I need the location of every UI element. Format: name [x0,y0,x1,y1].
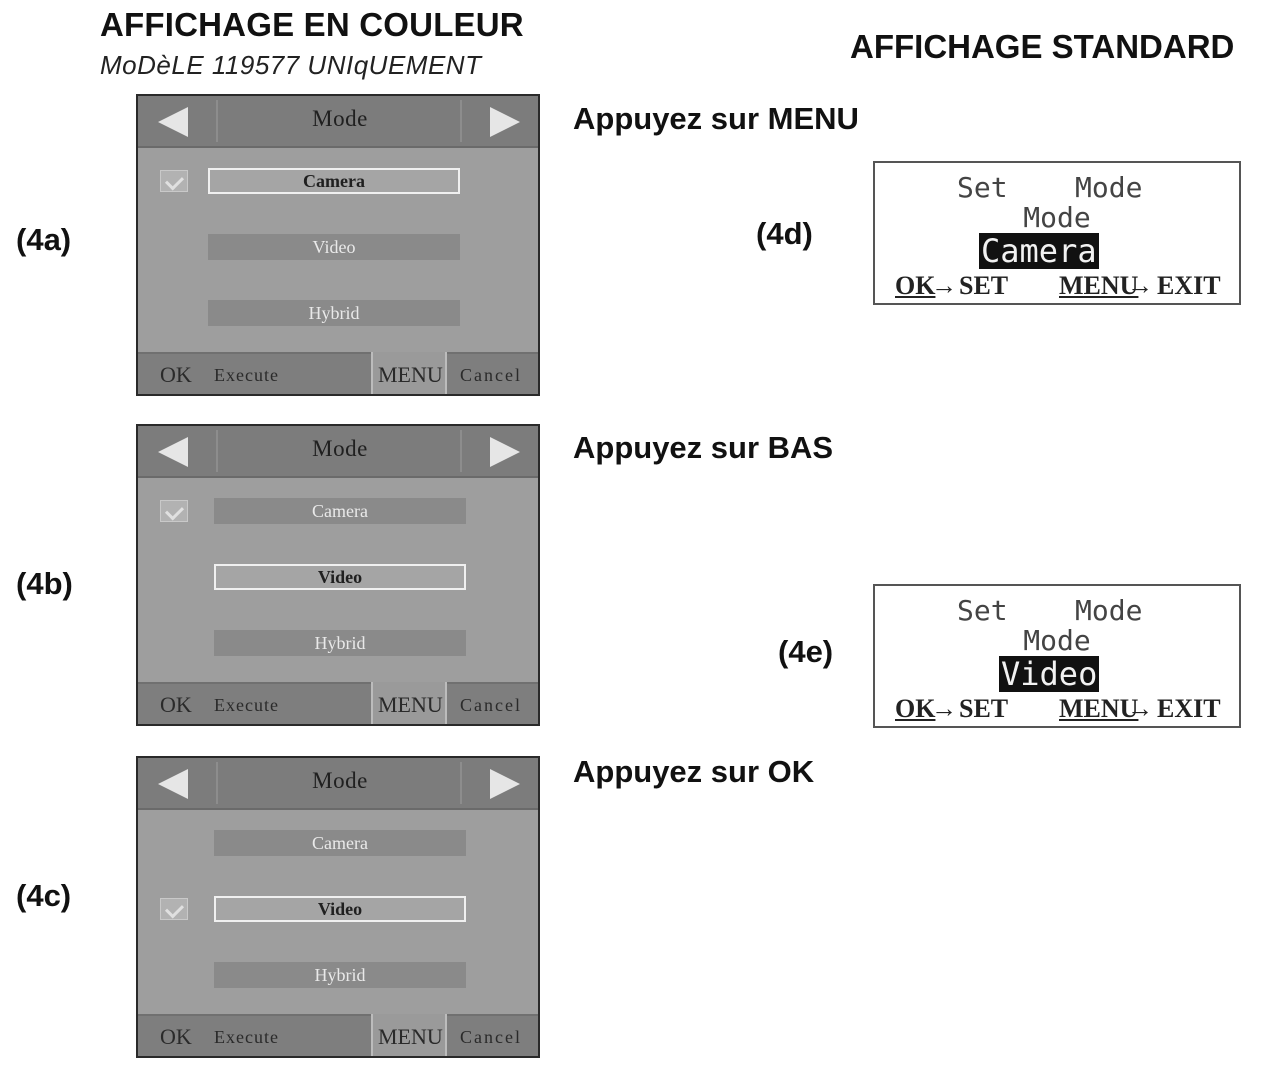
instruction-press-down: Appuyez sur BAS [573,430,834,465]
screen-top-bar: Mode [138,96,538,148]
screen-top-bar: Mode [138,758,538,810]
lcd-line-2: Mode [1023,624,1091,657]
arrow-right-icon[interactable] [490,437,520,467]
checkmark-icon [160,898,188,920]
lcd-mode-label: Mode [1075,594,1143,627]
lcd-exit-key: EXIT [1157,271,1221,300]
lcd-ok-key: OK [895,271,936,300]
arrow-right-icon[interactable] [490,769,520,799]
standard-lcd-4e: Set Mode Mode Video OK → SET MENU → EXIT [873,584,1241,728]
lcd-menu-key: MENU [1059,694,1139,723]
checkmark-icon [160,500,188,522]
mode-option-camera[interactable]: Camera [208,168,460,194]
step-tag-4a: (4a) [16,222,72,257]
lcd-ok-key: OK [895,694,936,723]
lcd-exit-key: EXIT [1157,694,1221,723]
lcd-selected-value: Camera [979,232,1099,270]
lcd-set-label: Set [957,594,1008,627]
menu-key[interactable]: MENU [378,692,443,717]
step-tag-4c: (4c) [16,878,72,913]
lcd-set-label: Set [957,171,1008,204]
execute-label: Execute [214,365,279,385]
execute-label: Execute [214,695,279,715]
lcd-set-key: SET [959,694,1009,723]
ok-key[interactable]: OK [160,1024,192,1049]
ok-key[interactable]: OK [160,692,192,717]
arrow-right-icon: → [931,271,957,300]
arrow-left-icon[interactable] [158,437,188,467]
mode-option-hybrid[interactable]: Hybrid [214,630,466,656]
mode-option-camera[interactable]: Camera [214,830,466,856]
screen-bottom-bar: OK Execute MENU Cancel [138,352,538,394]
ok-key[interactable]: OK [160,362,192,387]
menu-key-highlight [371,682,447,724]
checkmark-icon [160,170,188,192]
divider [460,100,462,142]
lcd-selected-value: Video [999,655,1100,693]
divider [460,430,462,472]
cancel-label: Cancel [460,1027,522,1047]
mode-option-video[interactable]: Video [214,896,466,922]
divider [216,430,218,472]
mode-option-video[interactable]: Video [214,564,466,590]
menu-key[interactable]: MENU [378,362,443,387]
instruction-press-ok: Appuyez sur OK [573,754,815,789]
standard-lcd-4d: Set Mode Mode Camera OK → SET MENU → EXI… [873,161,1241,305]
arrow-left-icon[interactable] [158,107,188,137]
lcd-footer: OK → SET MENU → EXIT [895,271,1221,301]
lcd-footer: OK → SET MENU → EXIT [895,694,1221,724]
instruction-press-menu: Appuyez sur MENU [573,101,859,136]
arrow-left-icon[interactable] [158,769,188,799]
screen-bottom-bar: OK Execute MENU Cancel [138,1014,538,1056]
screen-bottom-bar: OK Execute MENU Cancel [138,682,538,724]
lcd-mode-label: Mode [1075,171,1143,204]
screen-title: Mode [312,768,368,793]
cancel-label: Cancel [460,695,522,715]
divider [216,762,218,804]
step-tag-4b: (4b) [16,566,73,601]
standard-display-heading: AFFICHAGE STANDARD [850,28,1235,65]
step-tag-4d: (4d) [756,216,813,251]
divider [460,762,462,804]
screen-title: Mode [312,106,368,131]
lcd-menu-key: MENU [1059,271,1139,300]
cancel-label: Cancel [460,365,522,385]
mode-option-hybrid[interactable]: Hybrid [214,962,466,988]
execute-label: Execute [214,1027,279,1047]
arrow-right-icon[interactable] [490,107,520,137]
divider [216,100,218,142]
mode-option-hybrid[interactable]: Hybrid [208,300,460,326]
arrow-right-icon: → [1127,694,1153,723]
mode-option-camera[interactable]: Camera [214,498,466,524]
menu-key[interactable]: MENU [378,1024,443,1049]
menu-key-highlight [371,1014,447,1056]
arrow-right-icon: → [1127,271,1153,300]
menu-key-highlight [371,352,447,394]
arrow-right-icon: → [931,694,957,723]
screen-top-bar: Mode [138,426,538,478]
color-display-heading: AFFICHAGE EN COULEUR [100,6,524,43]
step-tag-4e: (4e) [778,634,834,669]
model-note: MoDèLE 119577 UNIqUEMENT [100,50,482,80]
screen-title: Mode [312,436,368,461]
lcd-line-2: Mode [1023,201,1091,234]
mode-option-video[interactable]: Video [208,234,460,260]
lcd-set-key: SET [959,271,1009,300]
